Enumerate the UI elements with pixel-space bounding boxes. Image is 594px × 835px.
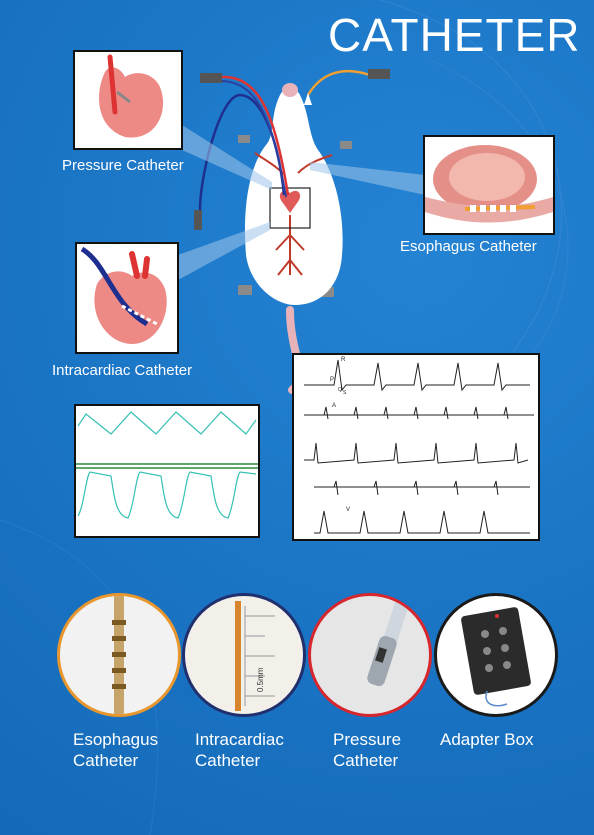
adapter-box-icon	[461, 607, 531, 707]
intracardiac-catheter-icon: 0.5mm	[235, 601, 275, 711]
ecg-label-a: A	[332, 403, 336, 409]
rat-paw-right	[340, 141, 352, 149]
intracardiac-catheter-caption: Intracardiac Catheter	[52, 362, 193, 379]
rat-vessels	[254, 152, 333, 276]
esophagus-connector	[368, 69, 390, 79]
pressure-heart-image	[99, 54, 164, 138]
page-title: CATHETER	[328, 9, 581, 61]
ecg-label-v: V	[346, 507, 350, 513]
esophagus-photo	[57, 593, 181, 717]
rat-illustration	[194, 69, 390, 394]
pressure-waveform	[76, 411, 258, 519]
ecg-label-p: P	[330, 377, 334, 383]
esophagus-heart-image	[425, 145, 553, 223]
ecg-label-s: S	[343, 390, 347, 396]
intracardiac-heart-image	[80, 246, 167, 344]
ruler-scale-label: 0.5mm	[256, 667, 265, 692]
pressure-connector	[200, 73, 222, 83]
adapter-box-photo	[434, 593, 558, 717]
esophagus-catheter-icon	[112, 596, 126, 714]
heart-highlight-box	[269, 187, 311, 229]
rat-paw-left	[238, 135, 250, 143]
device-label-adapter-box: Adapter Box	[440, 730, 534, 749]
ecg-label-q: Q	[338, 387, 342, 393]
device-label-pressure: Pressure Catheter	[333, 730, 402, 770]
pressure-catheter-caption: Pressure Catheter	[62, 157, 184, 174]
rat-nose	[282, 83, 298, 97]
esophagus-catheter-line	[306, 69, 371, 96]
esophagus-catheter-caption: Esophagus Catheter	[400, 238, 537, 255]
rat-foot-left	[238, 285, 252, 295]
pressure-photo	[308, 593, 432, 717]
pressure-catheter-inset	[73, 50, 183, 150]
pressure-catheter-line-red	[219, 75, 290, 196]
pressure-waveform-panel	[74, 404, 260, 538]
intracardiac-photo: 0.5mm	[182, 593, 306, 717]
pressure-catheter-icon	[367, 596, 413, 686]
intracardiac-connector	[194, 210, 202, 230]
esophagus-catheter-inset	[423, 135, 555, 235]
ecg-panel: R P Q S A V	[292, 353, 540, 541]
esophagus-arrow	[304, 93, 312, 105]
intracardiac-catheter-inset	[75, 242, 179, 354]
device-label-intracardiac: Intracardiac Catheter	[195, 730, 284, 770]
ecg-label-r: R	[341, 357, 346, 363]
pressure-catheter-line-blue	[219, 80, 287, 198]
device-label-esophagus: Esophagus Catheter	[73, 730, 159, 770]
ecg-traces: R P Q S A V	[304, 357, 534, 534]
